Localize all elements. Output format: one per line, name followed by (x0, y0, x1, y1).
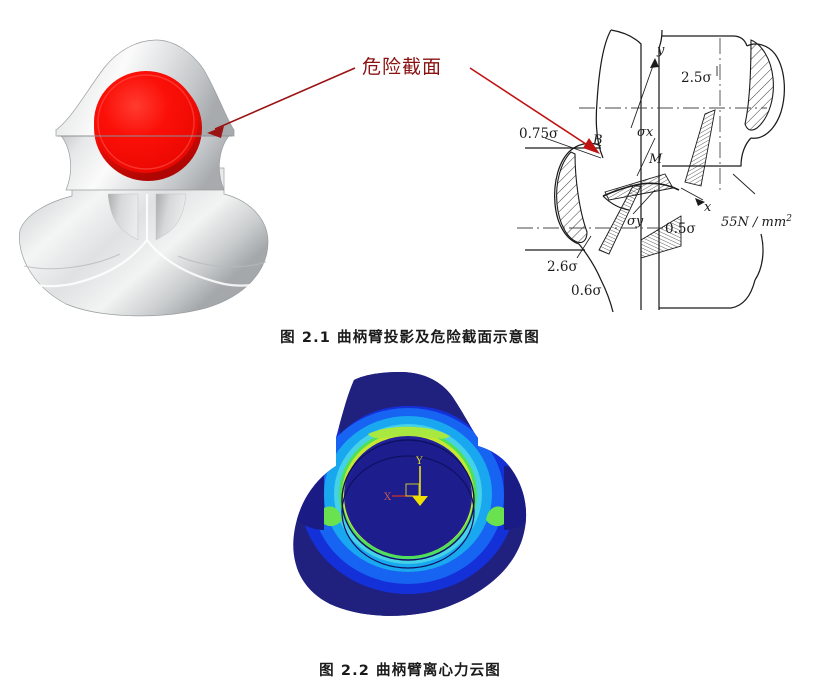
hotspot-left (324, 506, 342, 527)
axis-triad: X Y (384, 456, 428, 506)
leader-sigma-x (636, 137, 656, 177)
label-25-sigma: 2.5σ (681, 70, 712, 86)
crank-arm-highlight-left (21, 194, 149, 288)
hotspot-right (486, 506, 504, 527)
red-pin-face (94, 71, 198, 173)
figure-2-2: X Y (0, 372, 820, 642)
hatched-section-left (556, 151, 588, 244)
label-M: M (648, 152, 663, 167)
label-06-sigma: 0.6σ (571, 283, 602, 299)
hotspot-top-bore (368, 426, 450, 439)
bore-contour-ring-a (341, 439, 475, 561)
leader-y-axis (630, 59, 656, 129)
label-05-sigma: 0.5σ (665, 221, 696, 237)
figure-2-1: y x B M σx σy 0.75σ 2.5σ 0.5σ 2.6σ 0.6σ … (10, 18, 815, 318)
leader-26sigma (576, 235, 592, 259)
label-x-axis: x (704, 200, 712, 215)
stress-wedge-upper-right (684, 109, 716, 187)
contour-right-lobe (504, 466, 527, 530)
contour-left-lobe (293, 466, 324, 530)
axis-triad-y-label: Y (415, 456, 423, 467)
leader-sigma-y (632, 189, 656, 215)
label-26-sigma: 2.6σ (547, 259, 578, 275)
leader-x-axis (680, 187, 704, 201)
label-075-sigma: 0.75σ (519, 126, 558, 142)
stress-distribution-line-drawing: y x B M σx σy 0.75σ 2.5σ 0.5σ 2.6σ 0.6σ … (505, 18, 815, 318)
centrifugal-force-contour-plot: X Y (288, 372, 540, 620)
stress-wedge-center (604, 173, 674, 201)
label-stress-value: 55N / mm2 (721, 214, 792, 230)
label-sigma-x: σx (637, 125, 654, 140)
bore-contour-ring-b (341, 455, 475, 569)
label-B: B (592, 133, 603, 148)
axis-triad-x-label: X (384, 492, 392, 503)
crank-arm-3d-render (10, 18, 300, 318)
critical-section-annotation-label: 危险截面 (362, 56, 443, 78)
contour-top-region (332, 372, 476, 434)
label-sigma-y: σy (627, 214, 644, 229)
bore-interior-inner (346, 440, 470, 556)
crank-arm-rib-right (155, 193, 187, 241)
axis-arrowheads (650, 58, 705, 206)
red-pin-inner-ring (97, 74, 195, 170)
crank-arm-rib-left (107, 193, 139, 241)
crank-arm-shade-right (177, 255, 267, 268)
crank-arm-highlight-right (146, 239, 269, 287)
axis-triad-origin-marker (412, 496, 428, 506)
hatched-section-right (744, 39, 774, 131)
leader-55n (732, 173, 756, 195)
stress-wedge-lower-center (640, 215, 682, 259)
crank-arm-shade-left (23, 253, 121, 270)
figure-2-1-caption: 图 2.1 曲柄臂投影及危险截面示意图 (280, 330, 540, 346)
figure-2-2-caption: 图 2.2 曲柄臂离心力云图 (319, 663, 501, 679)
label-y-axis: y (656, 43, 665, 58)
